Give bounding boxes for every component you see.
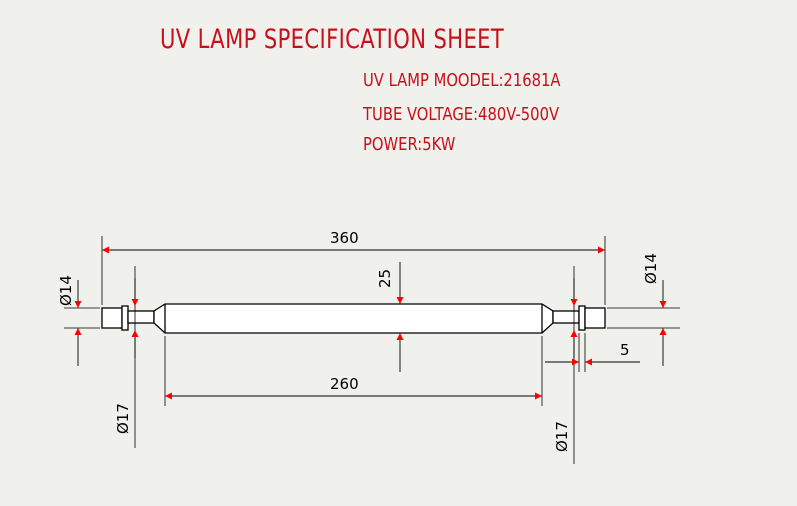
label-right-neck-diameter: Ø17	[553, 421, 571, 452]
label-overall-length: 360	[330, 229, 359, 247]
label-left-cap-diameter: Ø14	[57, 275, 75, 306]
extension-lines	[64, 236, 680, 464]
label-left-neck-diameter: Ø17	[114, 403, 132, 434]
spec-power: POWER:5KW	[363, 134, 456, 155]
dimension-lines	[74, 246, 667, 400]
right-collar	[578, 305, 586, 331]
left-neck	[127, 310, 155, 324]
label-tube-diameter: 25	[376, 269, 394, 288]
left-collar	[121, 305, 129, 331]
sheet-title: UV LAMP SPECIFICATION SHEET	[160, 24, 505, 55]
spec-voltage: TUBE VOLTAGE:480V-500V	[363, 104, 560, 125]
label-tube-length: 260	[330, 375, 359, 393]
right-neck	[552, 310, 580, 324]
label-cap-gap: 5	[620, 341, 630, 359]
lamp-outline	[101, 303, 606, 334]
spec-model: UV LAMP MOODEL:21681A	[363, 70, 561, 91]
right-cap	[584, 307, 606, 329]
label-right-cap-diameter: Ø14	[642, 253, 660, 284]
tube	[153, 303, 554, 334]
left-cap	[101, 307, 123, 329]
